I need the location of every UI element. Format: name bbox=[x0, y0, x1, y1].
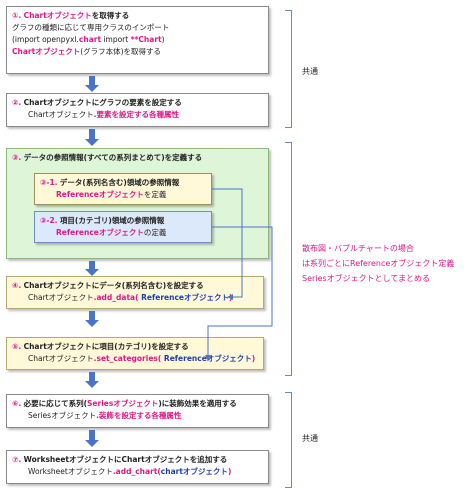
scatter-note-line-2: は系列ごとにReferenceオブジェクト定義 bbox=[302, 259, 455, 268]
step-7-box: ⑦. WorksheetオブジェクトにChartオブジェクトを追加する Work… bbox=[6, 450, 269, 484]
step-3-2-title: ③-2. 項目(カテゴリ)領域の参照情報 bbox=[40, 216, 165, 225]
connector-3-1-arrowhead bbox=[227, 294, 233, 300]
step-1-line-3: (import openpyxl.chart import **Chart) bbox=[12, 35, 165, 44]
step-3-1-title: ③-1. データ(系列名含む)領域の参照情報 bbox=[40, 178, 180, 187]
step-3-2-line-2: Referenceオブジェクトの定義 bbox=[56, 228, 167, 237]
step-5-title: ⑤. Chartオブジェクトに項目(カテゴリ)を設定する bbox=[12, 342, 189, 351]
connector-3-2-arrowhead bbox=[205, 355, 211, 361]
step-6-title: ⑥. 必要に応じて系列(Seriesオブジェクト)に装飾効果を適用する bbox=[12, 399, 237, 408]
step-3-2-box: ③-2. 項目(カテゴリ)領域の参照情報 Referenceオブジェクトの定義 bbox=[34, 211, 212, 243]
step-4-title: ④. Chartオブジェクトにデータ(系列名含む)を設定する bbox=[12, 281, 204, 290]
label-common-top: 共通 bbox=[302, 67, 318, 76]
brace-common-top bbox=[285, 10, 292, 128]
step-3-title: ③. データの参照情報(すべての系列まとめて)を定義する bbox=[12, 153, 203, 162]
step-1-title-text: を取得する bbox=[91, 11, 130, 20]
step-3-1-line-2: Referenceオブジェクトを定義 bbox=[56, 190, 167, 199]
step-2-box: ②. Chartオブジェクトにグラフの要素を設定する Chartオブジェクト.要… bbox=[6, 93, 269, 127]
scatter-note-line-1: 散布図・バブルチャートの場合 bbox=[302, 244, 414, 253]
brace-scatter-note bbox=[285, 142, 292, 376]
label-common-bottom: 共通 bbox=[302, 434, 318, 443]
brace-common-bottom bbox=[285, 392, 292, 488]
connector-3-1-to-4 bbox=[212, 188, 243, 298]
step-1-number: ①. bbox=[12, 11, 22, 20]
step-6-box: ⑥. 必要に応じて系列(Seriesオブジェクト)に装飾効果を適用する Seri… bbox=[6, 394, 269, 428]
step-7-line-2: Worksheetオブジェクト.add_chart(chartオブジェクト) bbox=[28, 467, 232, 476]
step-2-title: ②. Chartオブジェクトにグラフの要素を設定する bbox=[12, 98, 182, 107]
step-2-line-2: Chartオブジェクト.要素を設定する各種属性 bbox=[28, 110, 179, 119]
scatter-note-line-3: Seriesオブジェクトとしてまとめる bbox=[302, 274, 430, 283]
step-6-line-2: Seriesオブジェクト.装飾を設定する各種属性 bbox=[28, 411, 182, 420]
step-1-line-2: グラフの種類に応じて専用クラスのインポート bbox=[12, 23, 170, 32]
step-7-title: ⑦. WorksheetオブジェクトにChartオブジェクトを追加する bbox=[12, 455, 228, 464]
step-3-1-box: ③-1. データ(系列名含む)領域の参照情報 Referenceオブジェクトを定… bbox=[34, 173, 212, 205]
step-1-box: ①. Chartオブジェクトを取得する グラフの種類に応じて専用クラスのインポー… bbox=[6, 6, 269, 74]
step-1-line-4: Chartオブジェクト(グラフ本体)を取得する bbox=[12, 47, 162, 56]
step-1-title: ①. Chartオブジェクトを取得する bbox=[12, 10, 263, 22]
chart-object-text: Chartオブジェクト bbox=[23, 11, 92, 20]
connector-3-2-to-5 bbox=[207, 226, 273, 355]
